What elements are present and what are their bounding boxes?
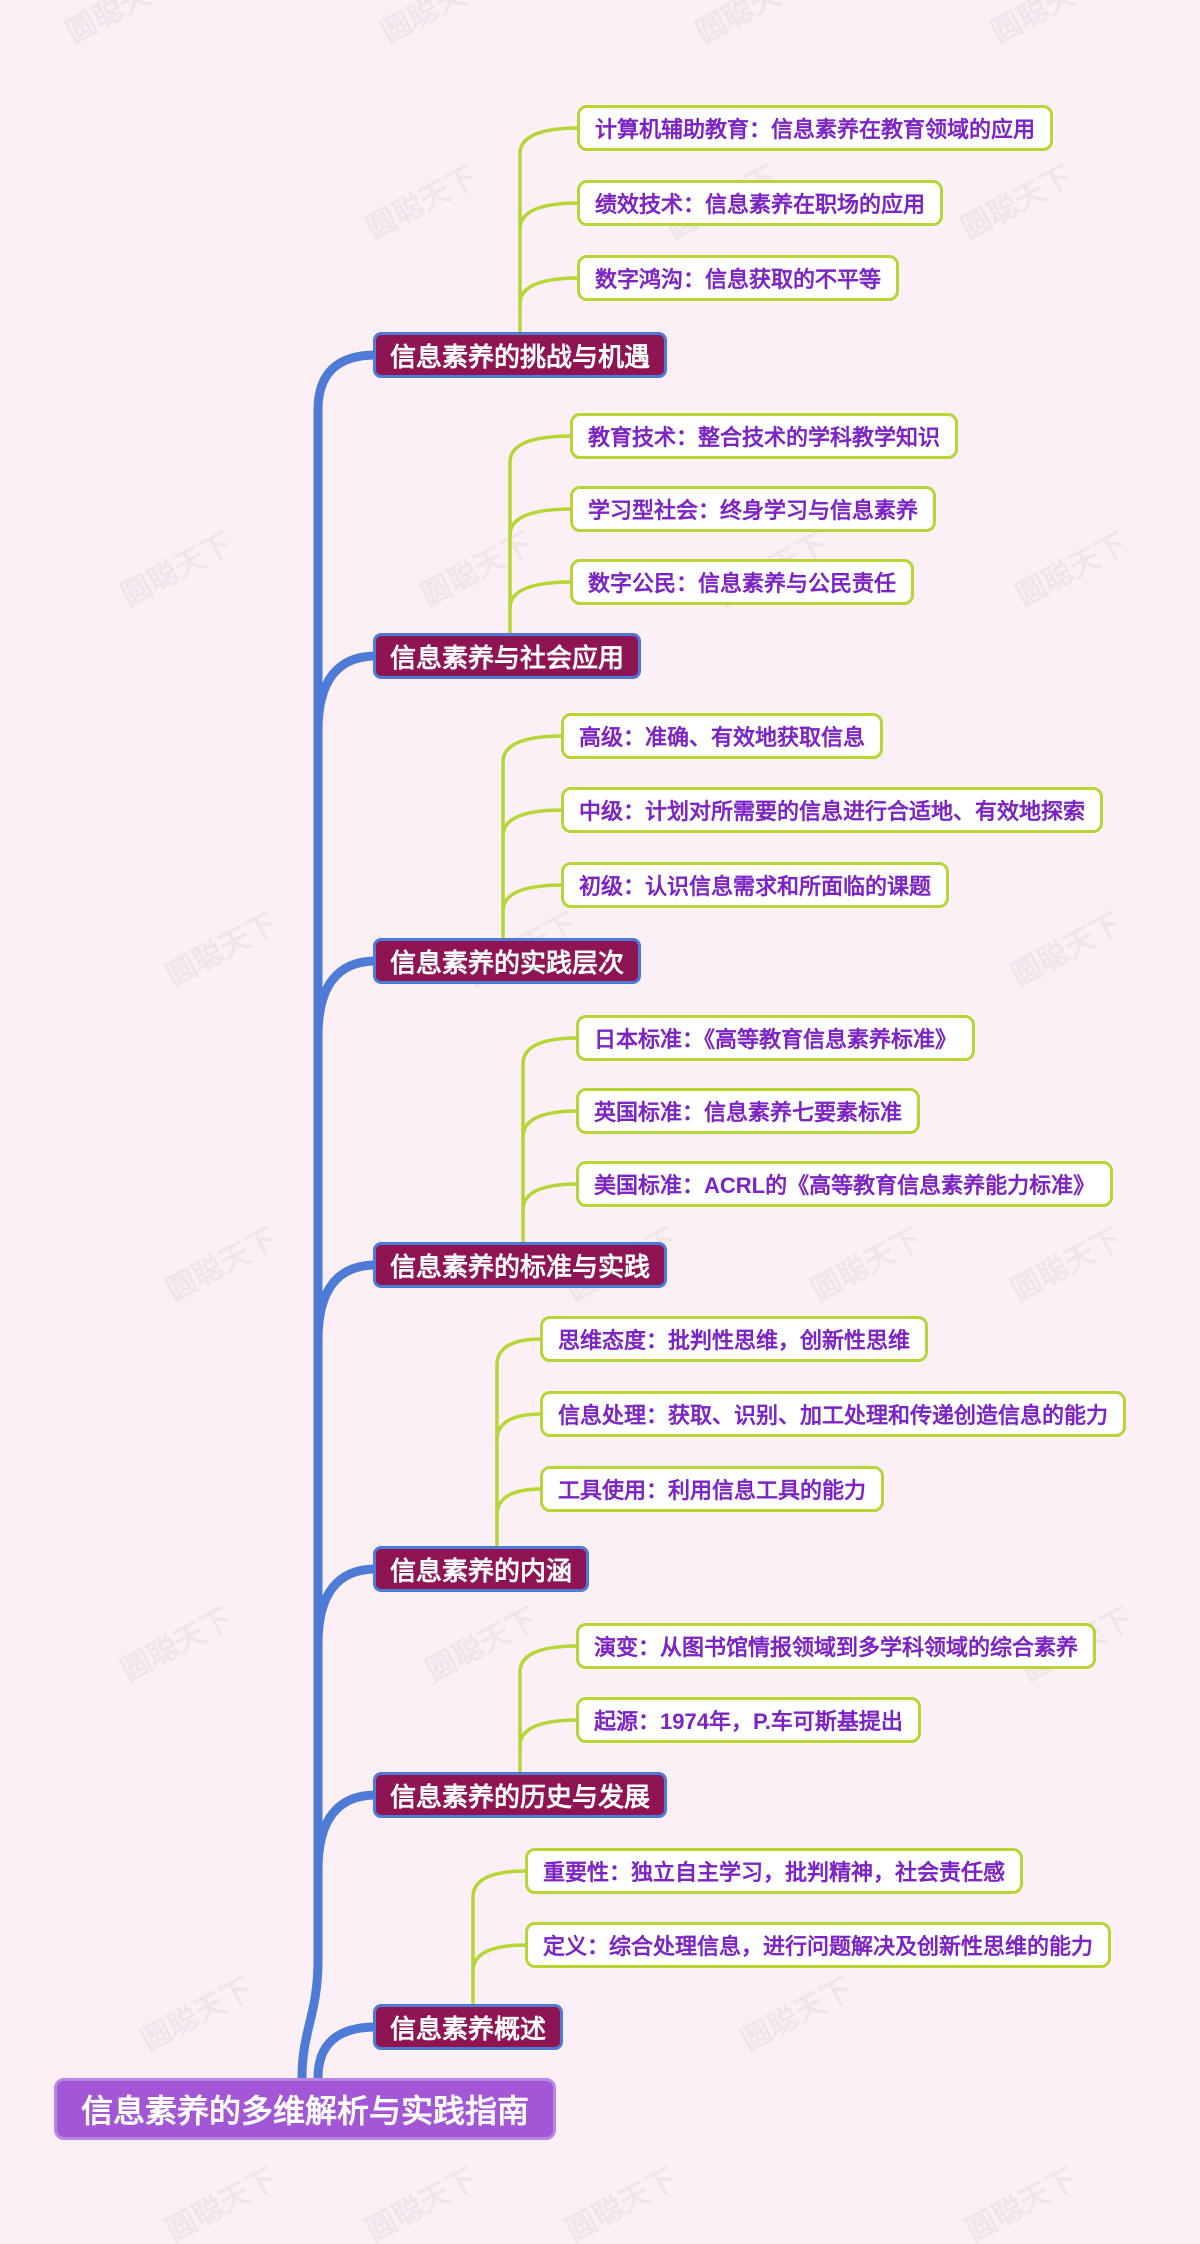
subtopic[interactable]: 日本标准：《高等教育信息素养标准》 [576, 1015, 976, 1061]
branch-topic-connotation[interactable]: 信息素养的内涵 [373, 1546, 590, 1592]
subtopic[interactable]: 定义：综合处理信息，进行问题解决及创新性思维的能力 [525, 1922, 1112, 1968]
branch-topic-history[interactable]: 信息素养的历史与发展 [373, 1772, 668, 1818]
branch-topic-challenges[interactable]: 信息素养的挑战与机遇 [373, 332, 668, 378]
subtopic[interactable]: 起源：1974年，P.车可斯基提出 [576, 1697, 921, 1743]
subtopic[interactable]: 学习型社会：终身学习与信息素养 [570, 486, 937, 532]
subtopic[interactable]: 绩效技术：信息素养在职场的应用 [577, 180, 944, 226]
subtopic[interactable]: 英国标准：信息素养七要素标准 [576, 1088, 921, 1134]
branch-topic-practice-levels[interactable]: 信息素养的实践层次 [373, 938, 642, 984]
subtopic[interactable]: 美国标准：ACRL的《高等教育信息素养能力标准》 [576, 1161, 1114, 1207]
subtopic[interactable]: 重要性：独立自主学习，批判精神，社会责任感 [525, 1848, 1024, 1894]
subtopic[interactable]: 初级：认识信息需求和所面临的课题 [561, 862, 950, 908]
subtopic-connectors [471, 126, 581, 2006]
subtopic[interactable]: 中级：计划对所需要的信息进行合适地、有效地探索 [561, 787, 1104, 833]
subtopic[interactable]: 教育技术：整合技术的学科教学知识 [570, 413, 959, 459]
branch-topic-social-application[interactable]: 信息素养与社会应用 [373, 633, 642, 679]
subtopic[interactable]: 数字鸿沟：信息获取的不平等 [577, 255, 900, 301]
subtopic[interactable]: 思维态度：批判性思维，创新性思维 [540, 1316, 929, 1362]
subtopic[interactable]: 信息处理：获取、识别、加工处理和传递创造信息的能力 [540, 1391, 1127, 1437]
subtopic[interactable]: 高级：准确、有效地获取信息 [561, 713, 884, 759]
subtopic[interactable]: 计算机辅助教育：信息素养在教育领域的应用 [577, 105, 1054, 151]
subtopic[interactable]: 工具使用：利用信息工具的能力 [540, 1466, 885, 1512]
subtopic[interactable]: 演变：从图书馆情报领域到多学科领域的综合素养 [576, 1623, 1097, 1669]
trunk-line [297, 350, 381, 2083]
subtopic[interactable]: 数字公民：信息素养与公民责任 [570, 559, 915, 605]
branch-topic-standards[interactable]: 信息素养的标准与实践 [373, 1242, 668, 1288]
branch-topic-overview[interactable]: 信息素养概述 [373, 2004, 564, 2050]
root-topic[interactable]: 信息素养的多维解析与实践指南 [54, 2078, 557, 2140]
